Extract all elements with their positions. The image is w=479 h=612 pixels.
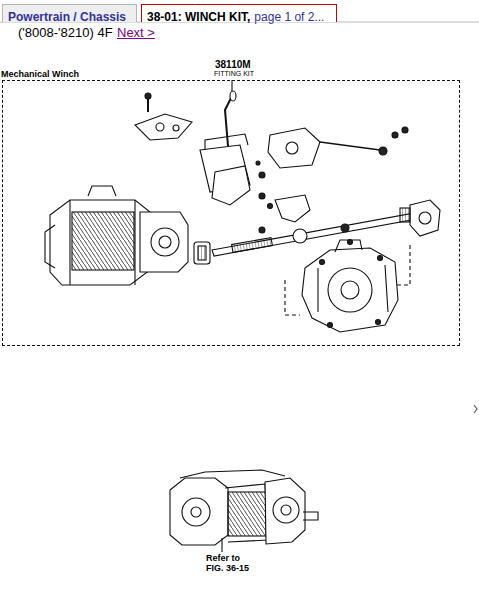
model-range: ('8008-'8210) 4F: [18, 25, 113, 40]
lever-bracket: [256, 127, 408, 178]
gearbox: [302, 240, 398, 332]
drive-shaft: [212, 212, 422, 256]
leader-line: [231, 80, 232, 92]
tab-page: page 1 of 2...: [254, 10, 324, 24]
shift-lever: [200, 91, 250, 205]
cover-plate: [135, 93, 192, 140]
figure-reference: Refer to FIG. 36-15: [206, 553, 258, 573]
part-name: FITTING KIT: [214, 70, 254, 77]
winch-assembly: [170, 470, 318, 545]
nav-tab: Powertrain / Chassis: [2, 4, 137, 22]
shaft-bracket: [259, 193, 353, 245]
nav-tab: 38-01: WINCH KIT, page 1 of 2...: [141, 4, 337, 22]
flange-yoke: [400, 200, 440, 236]
scroll-handle: [474, 405, 477, 413]
next-link: Next >: [117, 25, 155, 40]
part-number: 38110M: [215, 59, 251, 70]
tab-label: Powertrain / Chassis: [8, 10, 126, 24]
tab-title: 38-01: WINCH KIT,: [147, 10, 250, 24]
group-region: Mechanical Winch: [2, 80, 460, 346]
winch-drum: [45, 186, 188, 285]
leader-line: [221, 538, 222, 552]
coupling: [194, 242, 210, 264]
region-heading: Mechanical Winch: [1, 69, 81, 79]
